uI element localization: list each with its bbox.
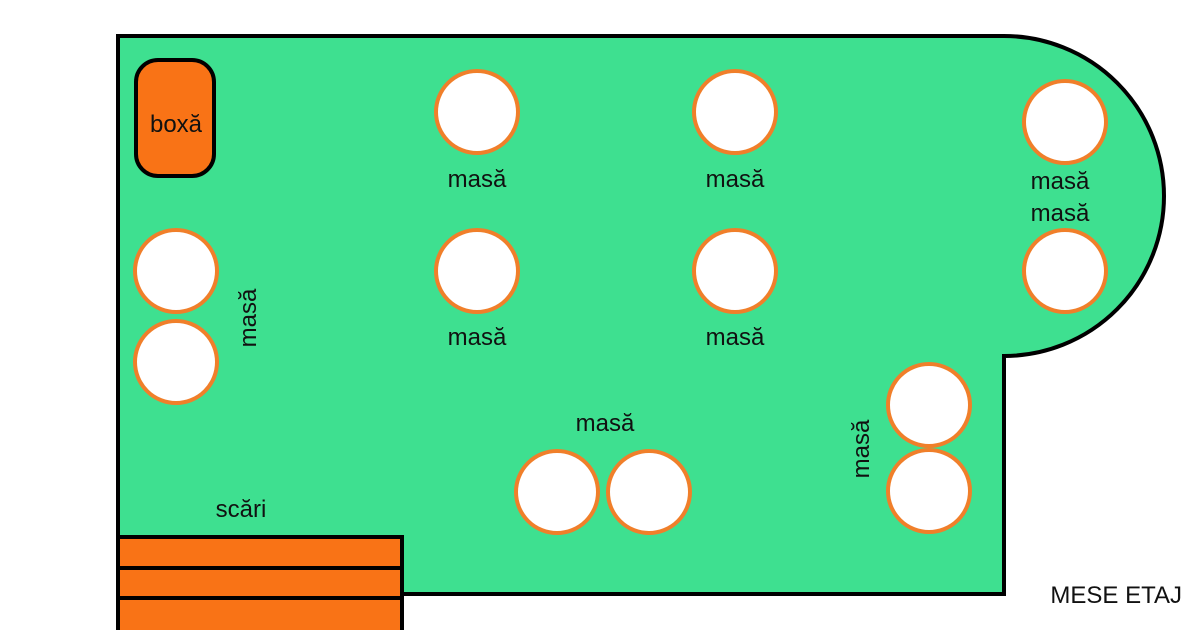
round-table-icon (692, 69, 778, 155)
tables (133, 69, 1108, 535)
stairs: scări (116, 496, 404, 630)
round-table-icon (434, 228, 520, 314)
table-label: masă (235, 288, 262, 347)
table-label: masă (448, 166, 507, 193)
speaker-box: boxă (134, 58, 216, 178)
table-label: masă (848, 419, 875, 478)
floor-area (116, 34, 1166, 596)
stairs-label: scări (216, 496, 267, 523)
round-table-icon (886, 448, 972, 534)
stairs-icon (116, 535, 404, 630)
table-label: masă (1031, 200, 1090, 227)
round-table-icon (886, 362, 972, 448)
speaker-box-icon (134, 58, 216, 178)
table-label: masă (448, 324, 507, 351)
round-table-icon (514, 449, 600, 535)
round-table-icon (434, 69, 520, 155)
table-label: masă (706, 166, 765, 193)
table-labels: masă masă masă masă masă masă masă masă … (235, 166, 1090, 478)
round-table-icon (692, 228, 778, 314)
table-label: masă (576, 410, 635, 437)
round-table-icon (133, 319, 219, 405)
round-table-icon (1022, 79, 1108, 165)
table-label: masă (706, 324, 765, 351)
round-table-icon (606, 449, 692, 535)
round-table-icon (1022, 228, 1108, 314)
page-title: MESE ETAJ (1050, 582, 1182, 609)
table-label: masă (1031, 168, 1090, 195)
round-table-icon (133, 228, 219, 314)
speaker-label: boxă (150, 111, 203, 138)
